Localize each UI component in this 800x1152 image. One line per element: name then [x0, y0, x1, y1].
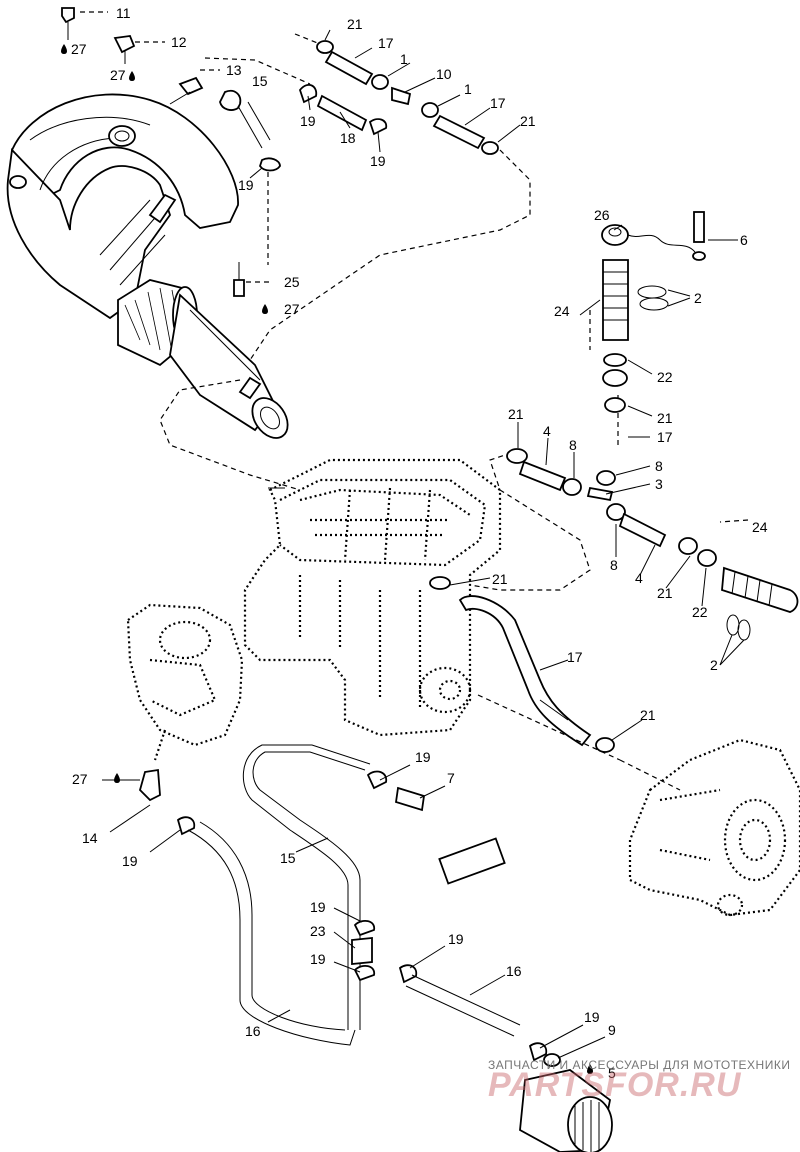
callout-21: 21 [347, 16, 363, 32]
callout-21: 21 [508, 406, 524, 422]
callout-8: 8 [610, 557, 618, 573]
callout-24: 24 [554, 303, 570, 319]
callout-4: 4 [543, 423, 551, 439]
callout-16: 16 [506, 963, 522, 979]
jet-pump-housing [628, 738, 800, 917]
callout-4: 4 [635, 570, 643, 586]
callout-26: 26 [594, 207, 610, 223]
cap-and-valve-assembly [601, 211, 706, 413]
filter-canister [519, 1069, 613, 1152]
callout-2: 2 [694, 290, 702, 306]
callout-19: 19 [448, 931, 464, 947]
callout-11: 11 [116, 5, 131, 21]
callout-21: 21 [520, 113, 536, 129]
callout-7: 7 [447, 770, 455, 786]
callout-22: 22 [657, 369, 673, 385]
callout-12: 12 [171, 34, 187, 50]
tailpipe-cone [169, 293, 289, 439]
hose-17-lower [458, 595, 681, 791]
callout-27: 27 [110, 67, 126, 83]
callout-2: 2 [710, 657, 718, 673]
callout-17: 17 [378, 35, 394, 51]
callout-8: 8 [655, 458, 663, 474]
callout-21: 21 [492, 571, 508, 587]
callout-19: 19 [122, 853, 138, 869]
intake-housing [126, 603, 244, 761]
callout-21: 21 [640, 707, 656, 723]
callout-14: 14 [82, 830, 98, 846]
callout-10: 10 [436, 66, 452, 82]
callout-21: 21 [657, 585, 673, 601]
middle-hose-assembly [506, 448, 799, 641]
callout-27: 27 [72, 771, 88, 787]
callout-19: 19 [584, 1009, 600, 1025]
callout-19: 19 [310, 899, 326, 915]
callout-27: 27 [71, 41, 87, 57]
top-hose-assembly [204, 33, 499, 155]
callout-19: 19 [370, 153, 386, 169]
watermark-tagline: ЗАПЧАСТИ И АКСЕССУАРЫ ДЛЯ МОТОТЕХНИКИ [488, 1058, 791, 1072]
callout-19: 19 [300, 113, 316, 129]
callout-3: 3 [655, 476, 663, 492]
leader-lines [80, 11, 749, 1059]
callout-8: 8 [569, 437, 577, 453]
watermark-logo: PARTSFOR.RU [488, 1066, 742, 1104]
callout-17: 17 [657, 429, 673, 445]
routing-lines [159, 149, 619, 591]
callout-24: 24 [752, 519, 768, 535]
callout-19: 19 [310, 951, 326, 967]
callout-21: 21 [657, 410, 673, 426]
callout-19: 19 [415, 749, 431, 765]
callout-17: 17 [567, 649, 583, 665]
callout-17: 17 [490, 95, 506, 111]
callout-5: 5 [608, 1065, 616, 1081]
callout-labels: 11 27 12 27 13 15 21 17 1 10 1 17 21 19 … [71, 5, 768, 1081]
callout-15: 15 [252, 73, 268, 89]
callout-9: 9 [608, 1022, 616, 1038]
callout-15: 15 [280, 850, 296, 866]
callout-1: 1 [464, 81, 472, 97]
callout-16: 16 [245, 1023, 261, 1039]
fittings-top-left [61, 7, 204, 105]
hose-15-top [219, 90, 281, 265]
fitting-25 [233, 262, 245, 297]
callout-18: 18 [340, 130, 356, 146]
callout-25: 25 [284, 274, 300, 290]
callout-19: 19 [238, 177, 254, 193]
callout-23: 23 [310, 923, 326, 939]
callout-27: 27 [284, 301, 300, 317]
lower-hose-assembly [138, 744, 561, 1067]
callout-22: 22 [692, 604, 708, 620]
callout-6: 6 [740, 232, 748, 248]
exhaust-manifold [6, 93, 239, 320]
callout-13: 13 [226, 62, 242, 78]
callout-1: 1 [400, 51, 408, 67]
engine-block [243, 458, 502, 737]
